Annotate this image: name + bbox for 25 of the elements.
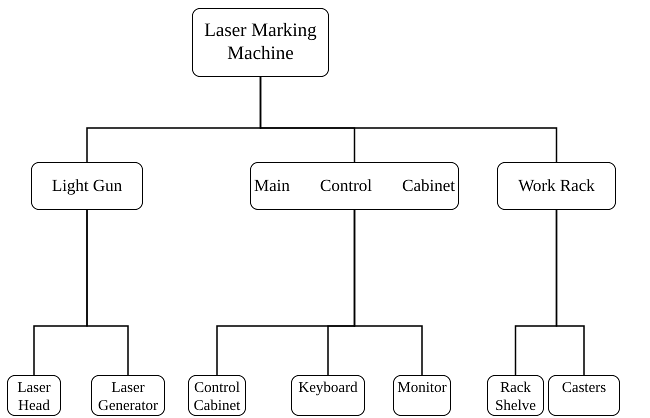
hierarchy-box [548, 375, 620, 416]
node-label: Rack Shelve [494, 379, 537, 415]
node-label: Laser Generator [97, 379, 159, 415]
hierarchy-box [91, 375, 165, 416]
hierarchy-box [31, 162, 143, 210]
node-label: Work Rack [518, 176, 595, 196]
node-label: Main Control Cabinet [254, 176, 455, 196]
hierarchy-box [393, 375, 451, 416]
node-label: Monitor [397, 379, 447, 397]
connector-line [354, 210, 423, 375]
hierarchy-box [250, 162, 459, 210]
node-label: Laser Head [16, 379, 52, 415]
hierarchy-box [487, 375, 544, 416]
connector-line [86, 210, 129, 375]
node-label: Light Gun [52, 176, 122, 196]
hierarchy-box [291, 375, 365, 416]
connector-line [260, 77, 558, 162]
node-label: Control Cabinet [192, 379, 242, 415]
node-label: Casters [562, 379, 606, 397]
node-label: Keyboard [298, 379, 358, 397]
hierarchy-box [7, 375, 61, 416]
connector-line [556, 210, 585, 375]
hierarchy-box [192, 8, 329, 77]
hierarchy-box [497, 162, 616, 210]
node-label: Laser Marking Machine [203, 20, 318, 66]
